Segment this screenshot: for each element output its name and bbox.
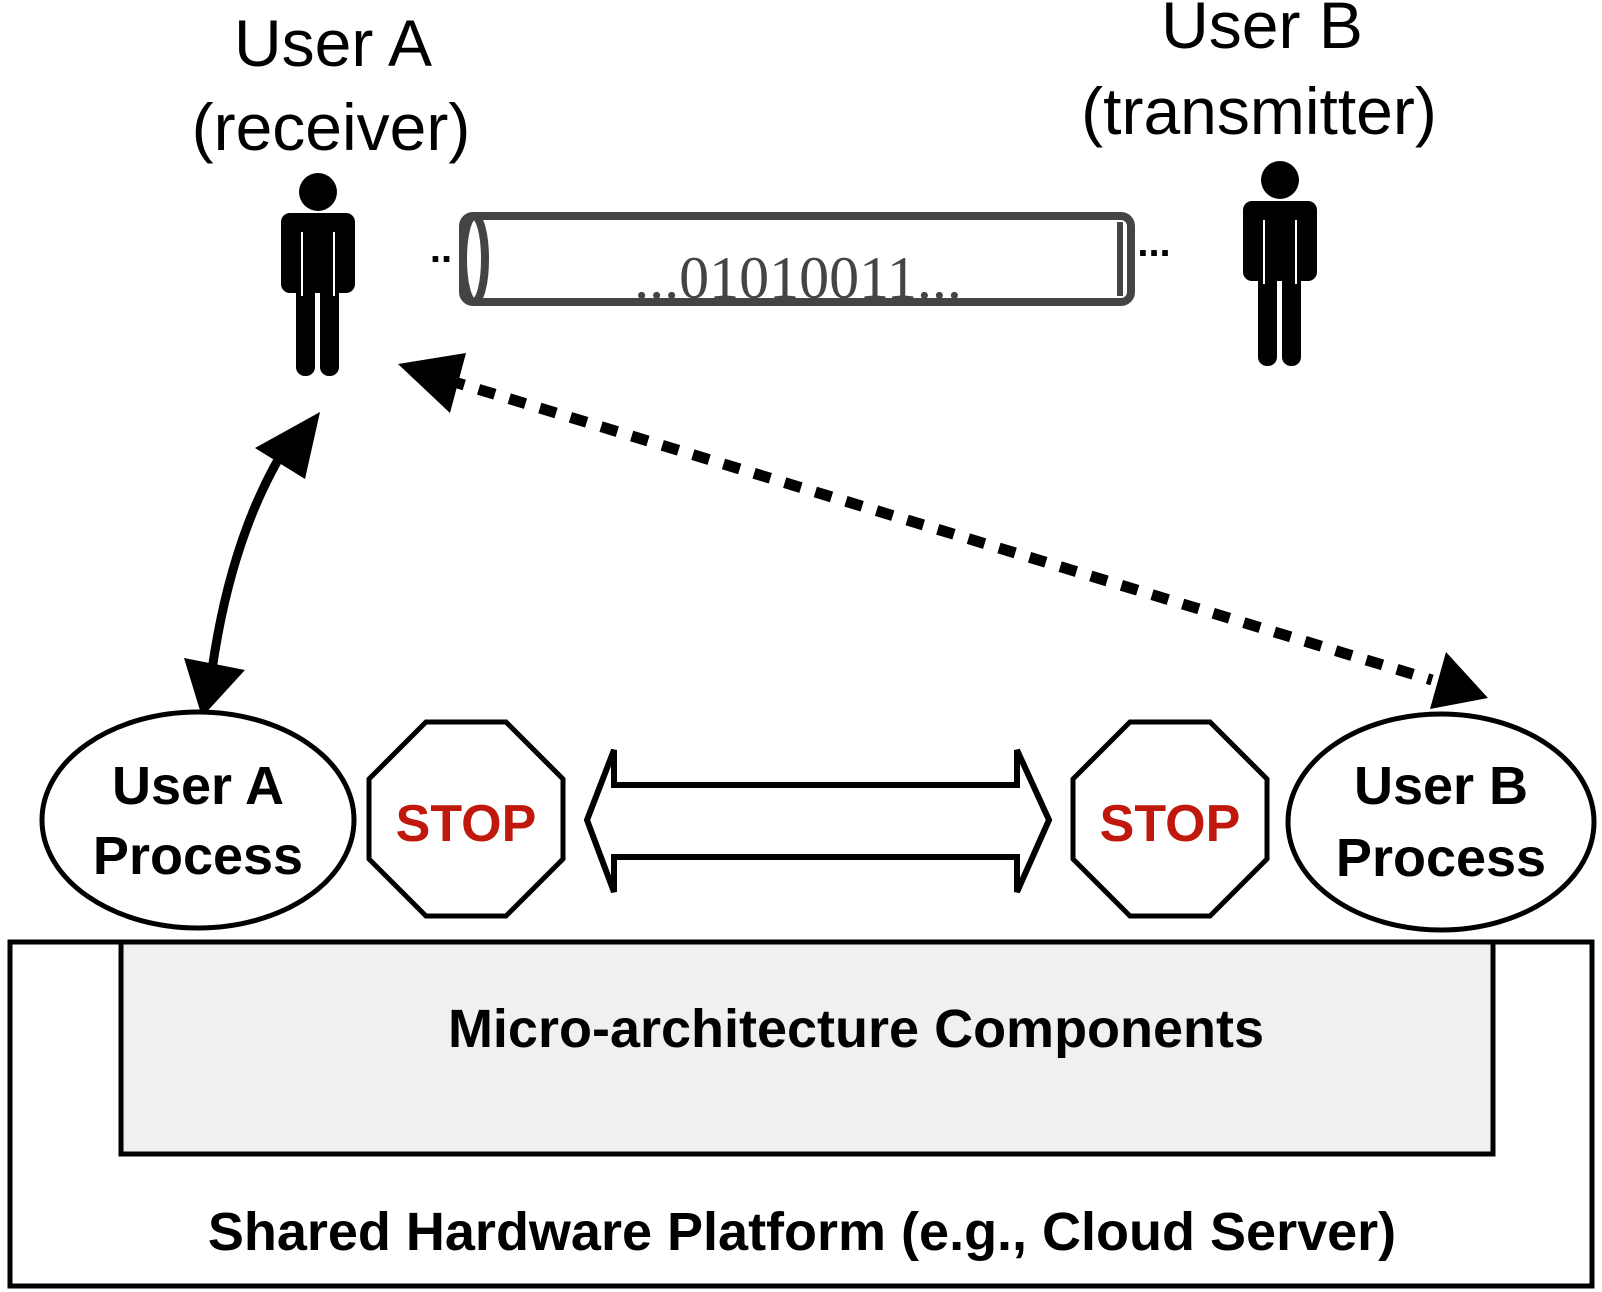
stop-sign-left [366, 719, 566, 919]
micro-architecture-components-label: Micro-architecture Components [448, 999, 1264, 1059]
channel-right-ellipsis: ... [1137, 221, 1170, 265]
user-b-role: (transmitter) [1081, 74, 1437, 148]
user-a-process-label-line1: User A [112, 756, 284, 816]
user-b-person-icon [1243, 161, 1317, 366]
blocked-direct-channel-arrow [583, 748, 1053, 894]
user-b-process-ellipse [1285, 711, 1597, 933]
covert-channel-pipe [459, 212, 1135, 306]
user-b-name: User B [1161, 0, 1363, 62]
user-a-process-label-line2: Process [93, 826, 303, 886]
channel-bitstream: ...01010011... [634, 245, 962, 311]
user-a-role: (receiver) [192, 90, 471, 164]
user-a-person-icon [281, 173, 355, 376]
shared-hardware-platform-label: Shared Hardware Platform (e.g., Cloud Se… [208, 1202, 1396, 1262]
user-a-name: User A [234, 6, 432, 80]
user-b-process-label-line2: Process [1336, 828, 1546, 888]
stop-sign-right [1070, 719, 1270, 919]
micro-architecture-components-box [118, 939, 1496, 1157]
stop-sign-right-label: STOP [1100, 795, 1241, 853]
user-a-process-ellipse [39, 709, 357, 931]
user-b-process-label-line1: User B [1354, 756, 1528, 816]
covert-communication-dotted-arrow [398, 353, 1488, 709]
stop-sign-left-label: STOP [396, 795, 537, 853]
user-a-process-link-arrow [184, 412, 320, 717]
channel-left-ellipsis: .. [430, 227, 452, 271]
